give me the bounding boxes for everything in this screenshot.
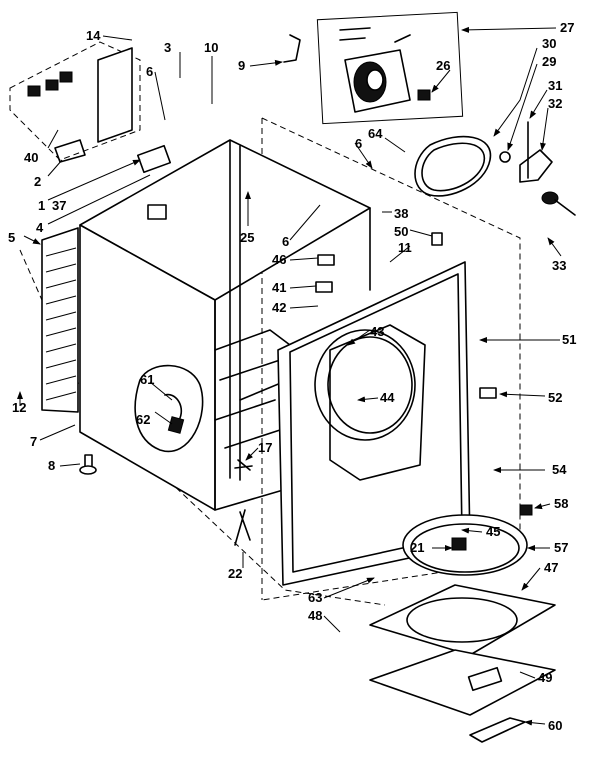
callout-52: 52 (548, 390, 562, 405)
callout-61: 61 (140, 372, 154, 387)
callout-29: 29 (542, 54, 556, 69)
drive-belt (414, 135, 492, 197)
callout-6: 6 (146, 64, 153, 79)
callout-43: 43 (370, 324, 384, 339)
callout-60: 60 (548, 718, 562, 733)
callout-37: 37 (52, 198, 66, 213)
callout-11: 11 (398, 240, 412, 255)
callout-8: 8 (48, 458, 55, 473)
cabinet-assembly (41, 139, 371, 511)
callout-47: 47 (544, 560, 558, 575)
callout-31: 31 (548, 78, 562, 93)
callout-7: 7 (30, 434, 37, 449)
callout-32: 32 (548, 96, 562, 111)
callout-38: 38 (394, 206, 408, 221)
callout-57: 57 (554, 540, 568, 555)
callout-12: 12 (12, 400, 26, 415)
callout-33: 33 (552, 258, 566, 273)
callout-3: 3 (164, 40, 171, 55)
base-frame (369, 584, 556, 656)
callout-1: 1 (38, 198, 45, 213)
callout-21: 21 (410, 540, 424, 555)
callout-58: 58 (554, 496, 568, 511)
callout-50: 50 (394, 224, 408, 239)
bottom-panel (369, 649, 556, 716)
callout-63: 63 (308, 590, 322, 605)
callout-25: 25 (240, 230, 254, 245)
callout-6-inner: 6 (282, 234, 289, 249)
callout-45: 45 (486, 524, 500, 539)
callout-26: 26 (436, 58, 450, 73)
callout-2: 2 (34, 174, 41, 189)
callout-41: 41 (272, 280, 286, 295)
callout-9: 9 (238, 58, 245, 73)
callout-44: 44 (380, 390, 395, 405)
callout-labels: 14 3 10 6 9 27 30 29 26 31 32 64 6 40 2 … (8, 20, 576, 733)
small-parts (234, 34, 533, 546)
callout-17: 17 (258, 440, 272, 455)
callout-10: 10 (204, 40, 218, 55)
foot-strip (469, 717, 526, 743)
callout-4: 4 (36, 220, 44, 235)
callout-40: 40 (24, 150, 38, 165)
callout-46: 46 (272, 252, 286, 267)
motor-group-box (316, 11, 464, 125)
idler-assembly (499, 121, 576, 216)
top-left-group-box (9, 41, 141, 161)
callout-48: 48 (308, 608, 322, 623)
callout-51: 51 (562, 332, 576, 347)
callout-30: 30 (542, 36, 556, 51)
callout-14: 14 (86, 28, 101, 43)
callout-22: 22 (228, 566, 242, 581)
callout-5: 5 (8, 230, 15, 245)
callout-27: 27 (560, 20, 574, 35)
callout-64: 64 (368, 126, 383, 141)
front-panel (277, 261, 471, 586)
leader-lines (17, 26, 562, 726)
callout-42: 42 (272, 300, 286, 315)
callout-49: 49 (538, 670, 552, 685)
callout-62: 62 (136, 412, 150, 427)
top-left-hardware (27, 47, 172, 174)
callout-6-motor: 6 (355, 136, 362, 151)
motor-assembly (339, 27, 431, 113)
callout-54: 54 (552, 462, 567, 477)
